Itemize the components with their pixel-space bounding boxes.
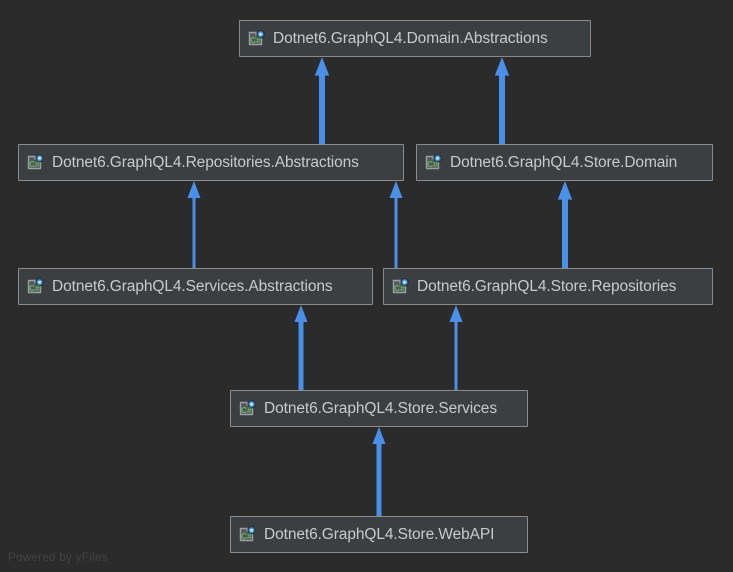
arrow-shaft [376,443,382,516]
project-node-store-domain[interactable]: C# Dotnet6.GraphQL4.Store.Domain [416,144,713,181]
arrow-shaft [562,198,568,268]
svg-text:C#: C# [250,35,261,45]
project-node-services-abstractions[interactable]: C# Dotnet6.GraphQL4.Services.Abstraction… [18,268,373,305]
project-node-label-store-repositories: Dotnet6.GraphQL4.Store.Repositories [417,278,677,295]
svg-text:C#: C# [29,159,40,169]
yfiles-watermark: Powered by yFiles [8,552,108,564]
arrow-head [314,57,330,76]
svg-text:C#: C# [29,283,40,293]
project-node-label-store-webapi: Dotnet6.GraphQL4.Store.WebAPI [264,526,495,543]
project-node-label-store-services: Dotnet6.GraphQL4.Store.Services [264,400,497,417]
csharp-project-icon: C# [424,153,443,172]
arrow-shaft [298,321,304,390]
project-node-repositories-abstractions[interactable]: C# Dotnet6.GraphQL4.Repositories.Abstrac… [18,144,404,181]
project-node-label-domain-abstractions: Dotnet6.GraphQL4.Domain.Abstractions [273,30,548,47]
arrow-shaft [454,321,458,390]
project-node-store-webapi[interactable]: C# Dotnet6.GraphQL4.Store.WebAPI [230,516,528,553]
svg-text:C#: C# [394,283,405,293]
arrow-head [294,305,308,322]
csharp-project-icon: C# [26,153,45,172]
arrow-shaft [319,74,325,144]
csharp-project-icon: C# [247,29,266,48]
dependency-arrow[interactable] [557,181,573,268]
project-node-domain-abstractions[interactable]: C# Dotnet6.GraphQL4.Domain.Abstractions [239,20,591,57]
dependency-arrow[interactable] [372,427,386,516]
svg-text:C#: C# [241,405,252,415]
csharp-project-icon: C# [238,525,257,544]
project-node-store-services[interactable]: C# Dotnet6.GraphQL4.Store.Services [230,390,528,427]
dependency-arrow[interactable] [187,181,201,268]
svg-text:C#: C# [241,531,252,541]
csharp-project-icon: C# [391,277,410,296]
arrow-head [187,181,201,198]
csharp-project-icon: C# [238,399,257,418]
dependency-arrow[interactable] [389,181,403,268]
dependency-arrow[interactable] [294,305,308,390]
csharp-project-icon: C# [26,277,45,296]
dependency-arrow[interactable] [314,57,330,144]
dependency-arrow[interactable] [449,305,463,390]
arrow-shaft [499,74,505,144]
arrow-head [557,181,573,200]
svg-text:C#: C# [427,159,438,169]
arrow-head [372,427,386,444]
arrow-shaft [192,197,196,268]
dependency-arrow[interactable] [494,57,510,144]
project-node-store-repositories[interactable]: C# Dotnet6.GraphQL4.Store.Repositories [383,268,713,305]
arrow-head [389,181,403,198]
project-node-label-store-domain: Dotnet6.GraphQL4.Store.Domain [450,154,678,171]
project-node-label-repositories-abstractions: Dotnet6.GraphQL4.Repositories.Abstractio… [52,154,359,171]
project-node-label-services-abstractions: Dotnet6.GraphQL4.Services.Abstractions [52,278,333,295]
arrow-shaft [394,197,398,268]
arrow-head [449,305,463,322]
arrow-head [494,57,510,76]
